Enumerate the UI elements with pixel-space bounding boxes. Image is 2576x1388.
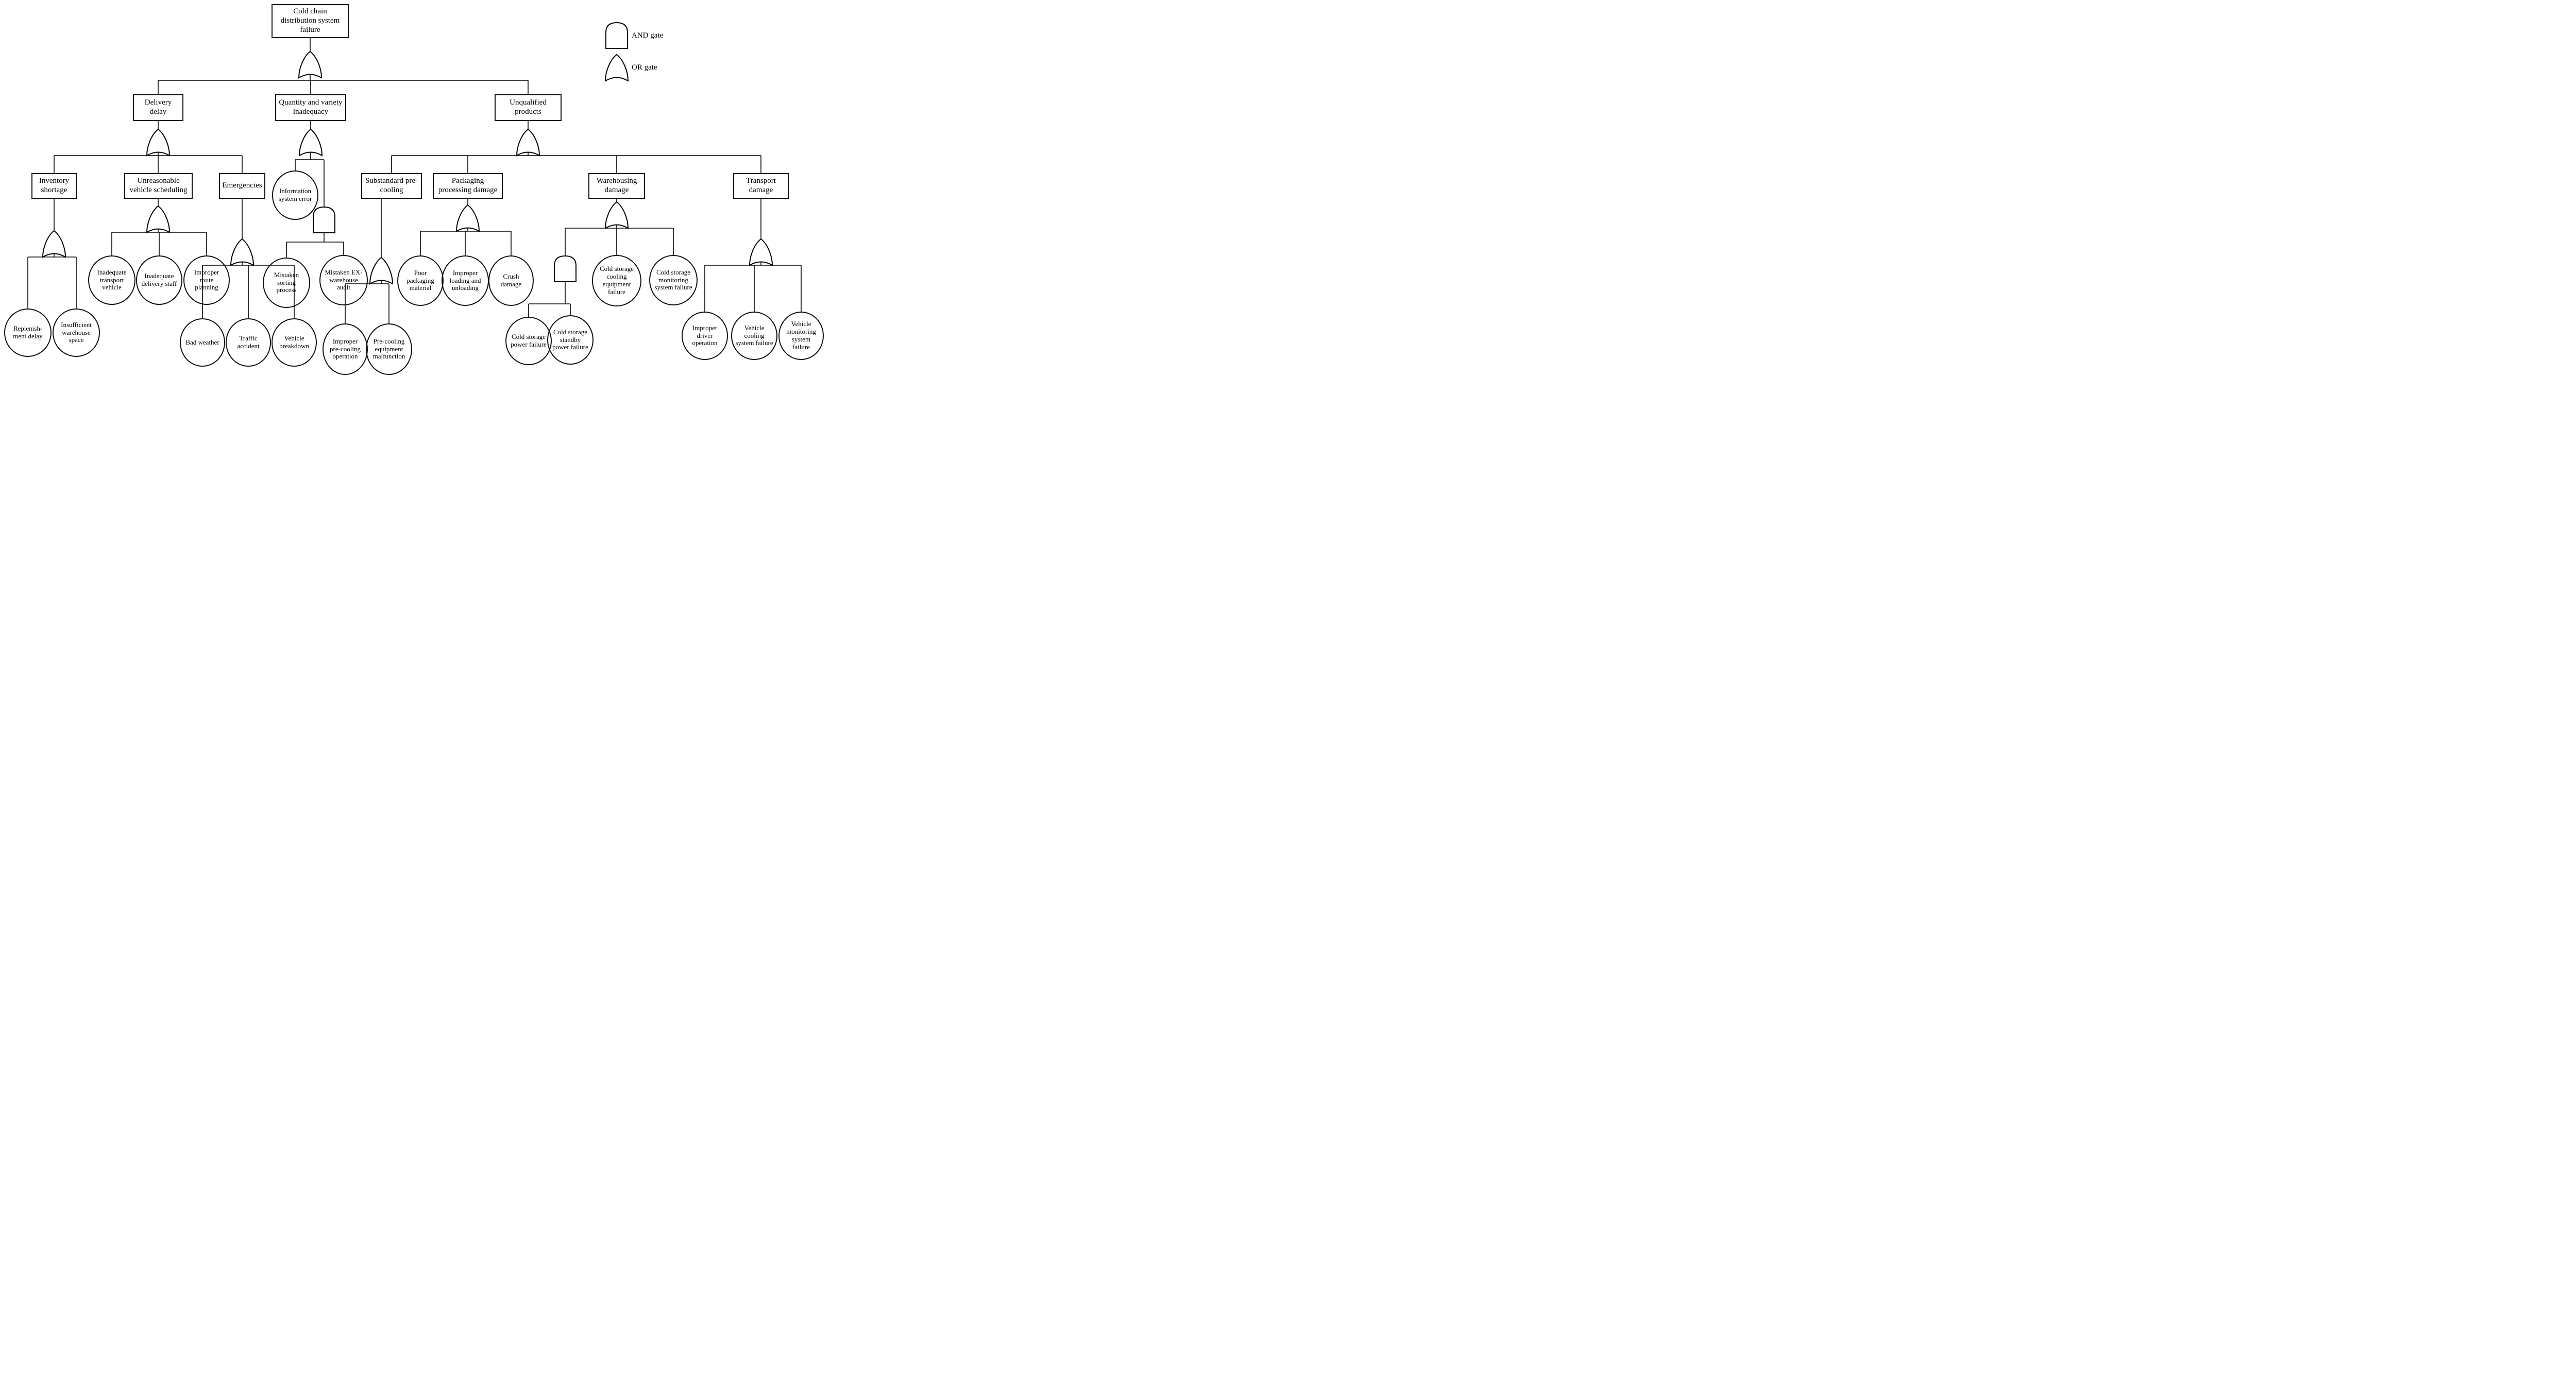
or-gate-delivery-delay <box>146 128 171 157</box>
basic-event-replenishment-delay: Replenish-ment delay <box>4 309 52 357</box>
or-gate-inventory-shortage <box>42 230 66 258</box>
basic-event-cold-standby-failure: Cold storage standby power failure <box>547 315 594 365</box>
basic-event-bad-weather: Bad weather <box>180 318 225 367</box>
basic-event-info-system-error: Information system error <box>272 170 318 220</box>
basic-event-monitoring-system-failure: Cold storage monitoring system failure <box>649 255 698 305</box>
event-box-unreasonable-scheduling: Unreasonable vehicle scheduling <box>124 173 193 199</box>
basic-event-cold-power-failure: Cold storage power failure <box>505 317 552 365</box>
basic-event-inadequate-staff: Inadequate delivery staff <box>136 255 182 305</box>
or-gate-emergencies <box>230 238 255 266</box>
legend-and-label: AND gate <box>632 31 664 40</box>
event-box-inventory-shortage: Inventory shortage <box>31 173 77 199</box>
event-box-substandard-precooling: Substandard pre-cooling <box>361 173 422 199</box>
basic-event-improper-loading: Improper loading and unloading <box>442 255 489 306</box>
gates <box>42 22 773 285</box>
basic-event-precooling-malfunction: Pre-cooling equipment malfunction <box>366 323 412 375</box>
legend-or-label: OR gate <box>632 63 657 72</box>
basic-event-inadequate-vehicle: Inadequate transport vehicle <box>88 255 135 305</box>
or-gate-unqualified-products <box>516 128 540 157</box>
or-gate-top <box>298 50 323 79</box>
or-gate-unreasonable-scheduling <box>146 205 171 233</box>
event-box-transport-damage: Transport damage <box>733 173 789 199</box>
event-box-warehousing-damage: Warehousing damage <box>588 173 645 199</box>
basic-event-mistaken-sorting: Mistaken sorting process <box>263 258 310 308</box>
legend-or-gate-icon <box>604 54 629 82</box>
basic-event-traffic-accident: Traffic accident <box>226 318 271 367</box>
or-gate-transport-damage <box>749 238 773 266</box>
or-gate-packaging-damage <box>455 204 480 232</box>
legend-and-gate-icon <box>605 22 628 49</box>
basic-event-improper-route: Improper route planning <box>183 255 230 305</box>
basic-event-improper-driver: Improper driver operation <box>682 312 728 360</box>
connector-lines-and-gates <box>27 22 802 323</box>
basic-event-vehicle-breakdown: Vehicle breakdown <box>272 318 317 367</box>
or-gate-warehousing-damage <box>604 201 629 229</box>
basic-event-poor-packaging: Poor packaging material <box>397 255 444 306</box>
and-gate-warehousing-damage <box>554 255 577 282</box>
or-gate-quantity-variety <box>298 128 323 157</box>
event-box-delivery-delay: Delivery delay <box>133 94 183 121</box>
or-gate-substandard-precooling <box>369 256 394 285</box>
basic-event-cooling-equipment-failure: Cold storage cooling equipment failure <box>592 255 641 306</box>
event-box-quantity-variety: Quantity and variety inadequacy <box>275 94 346 121</box>
event-box-emergencies: Emergencies <box>219 173 265 199</box>
event-box-unqualified-products: Unqualified products <box>495 94 562 121</box>
event-box-packaging-damage: Packaging processing damage <box>433 173 503 199</box>
and-gate-quantity-variety <box>313 206 335 233</box>
event-box-top: Cold chain distribution system failure <box>272 4 349 38</box>
fault-tree-diagram: AND gate OR gate Cold chain distribution… <box>0 0 824 379</box>
basic-event-crush-damage: Crush damage <box>488 255 534 306</box>
basic-event-insufficient-space: Insufficient warehouse space <box>53 309 100 357</box>
basic-event-vehicle-monitoring-failure: Vehicle monitoring system failure <box>778 312 824 360</box>
basic-event-improper-precooling: Improper pre-cooling operation <box>323 323 368 375</box>
basic-event-vehicle-cooling-failure: Vehicle cooling system failure <box>731 312 777 360</box>
basic-event-mistaken-ex-audit: Mistaken EX-warehouse audit <box>319 255 368 305</box>
